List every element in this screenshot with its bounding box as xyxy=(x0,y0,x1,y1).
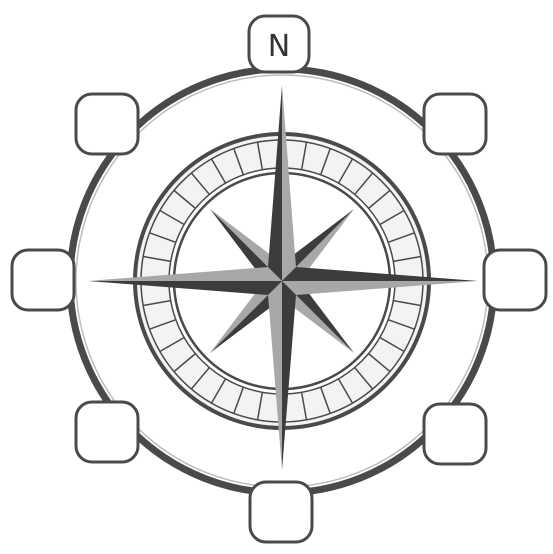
blank-box-south[interactable] xyxy=(250,482,312,542)
blank-box-northwest[interactable] xyxy=(76,94,138,154)
cardinal-points xyxy=(88,85,478,470)
blank-box-northeast[interactable] xyxy=(424,94,486,154)
north-label: N xyxy=(268,29,290,64)
blank-box-southwest[interactable] xyxy=(76,402,138,462)
blank-box-west[interactable] xyxy=(12,250,74,310)
blank-box-east[interactable] xyxy=(484,250,546,310)
north-box: N xyxy=(249,16,309,72)
compass-star xyxy=(88,85,478,470)
blank-box-southeast[interactable] xyxy=(424,404,486,464)
